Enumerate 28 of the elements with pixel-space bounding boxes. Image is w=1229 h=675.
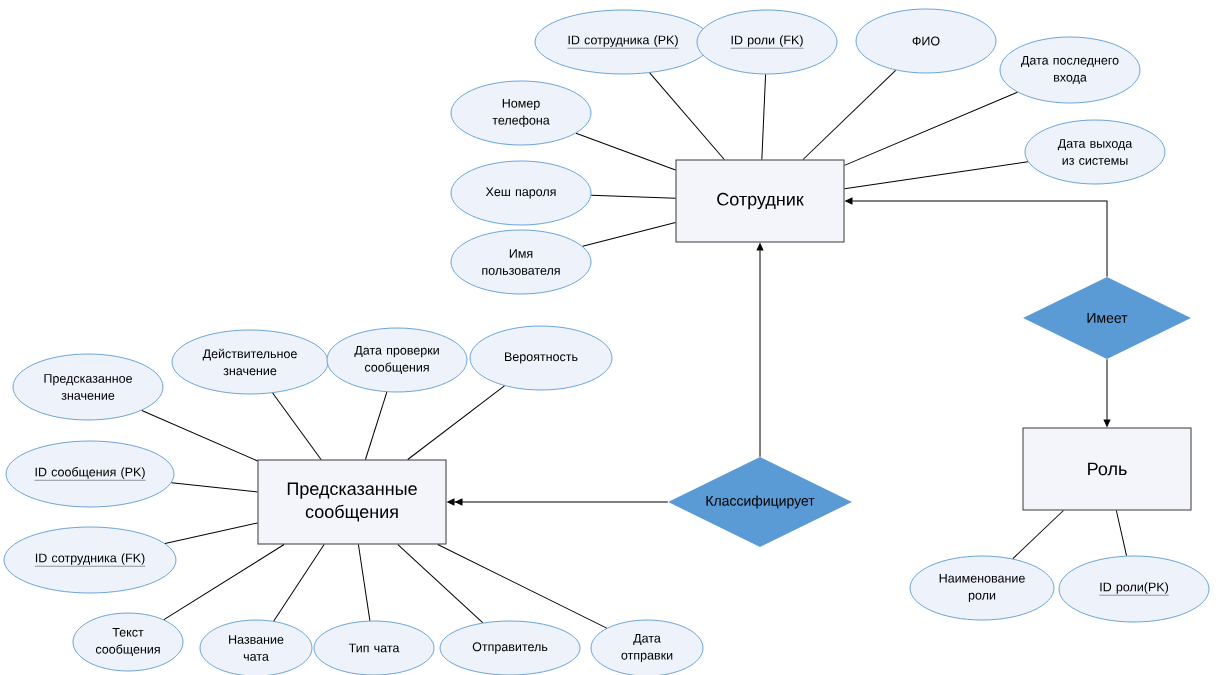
connector-line: [437, 544, 608, 629]
connector-line: [802, 69, 897, 160]
entity-box: Предсказанные сообщения: [257, 459, 447, 545]
entity-box: Роль: [1022, 427, 1192, 511]
connector-line: [582, 222, 676, 247]
connector-line: [357, 544, 371, 622]
connector-line: [273, 544, 325, 622]
arrow: [1103, 358, 1111, 427]
connector-line: [649, 72, 725, 160]
connector-line: [1012, 510, 1064, 560]
connector-line: [844, 161, 1029, 190]
connector-line: [590, 194, 676, 199]
connector-line: [272, 392, 322, 460]
connector-line: [844, 91, 1018, 166]
connector-line: [164, 522, 258, 544]
arrow: [845, 197, 1108, 278]
connector-line: [171, 482, 258, 493]
entity-box: Сотрудник: [675, 159, 845, 243]
connector-line: [575, 132, 676, 171]
connector-line: [163, 544, 285, 621]
connector-line: [141, 409, 258, 462]
connector-line: [364, 391, 388, 460]
connector-line: [407, 385, 505, 460]
connector-line: [761, 73, 767, 160]
connector-line: [397, 544, 484, 624]
connector-line: [1115, 510, 1127, 557]
arrow: [756, 243, 764, 458]
arrow: [447, 498, 669, 506]
